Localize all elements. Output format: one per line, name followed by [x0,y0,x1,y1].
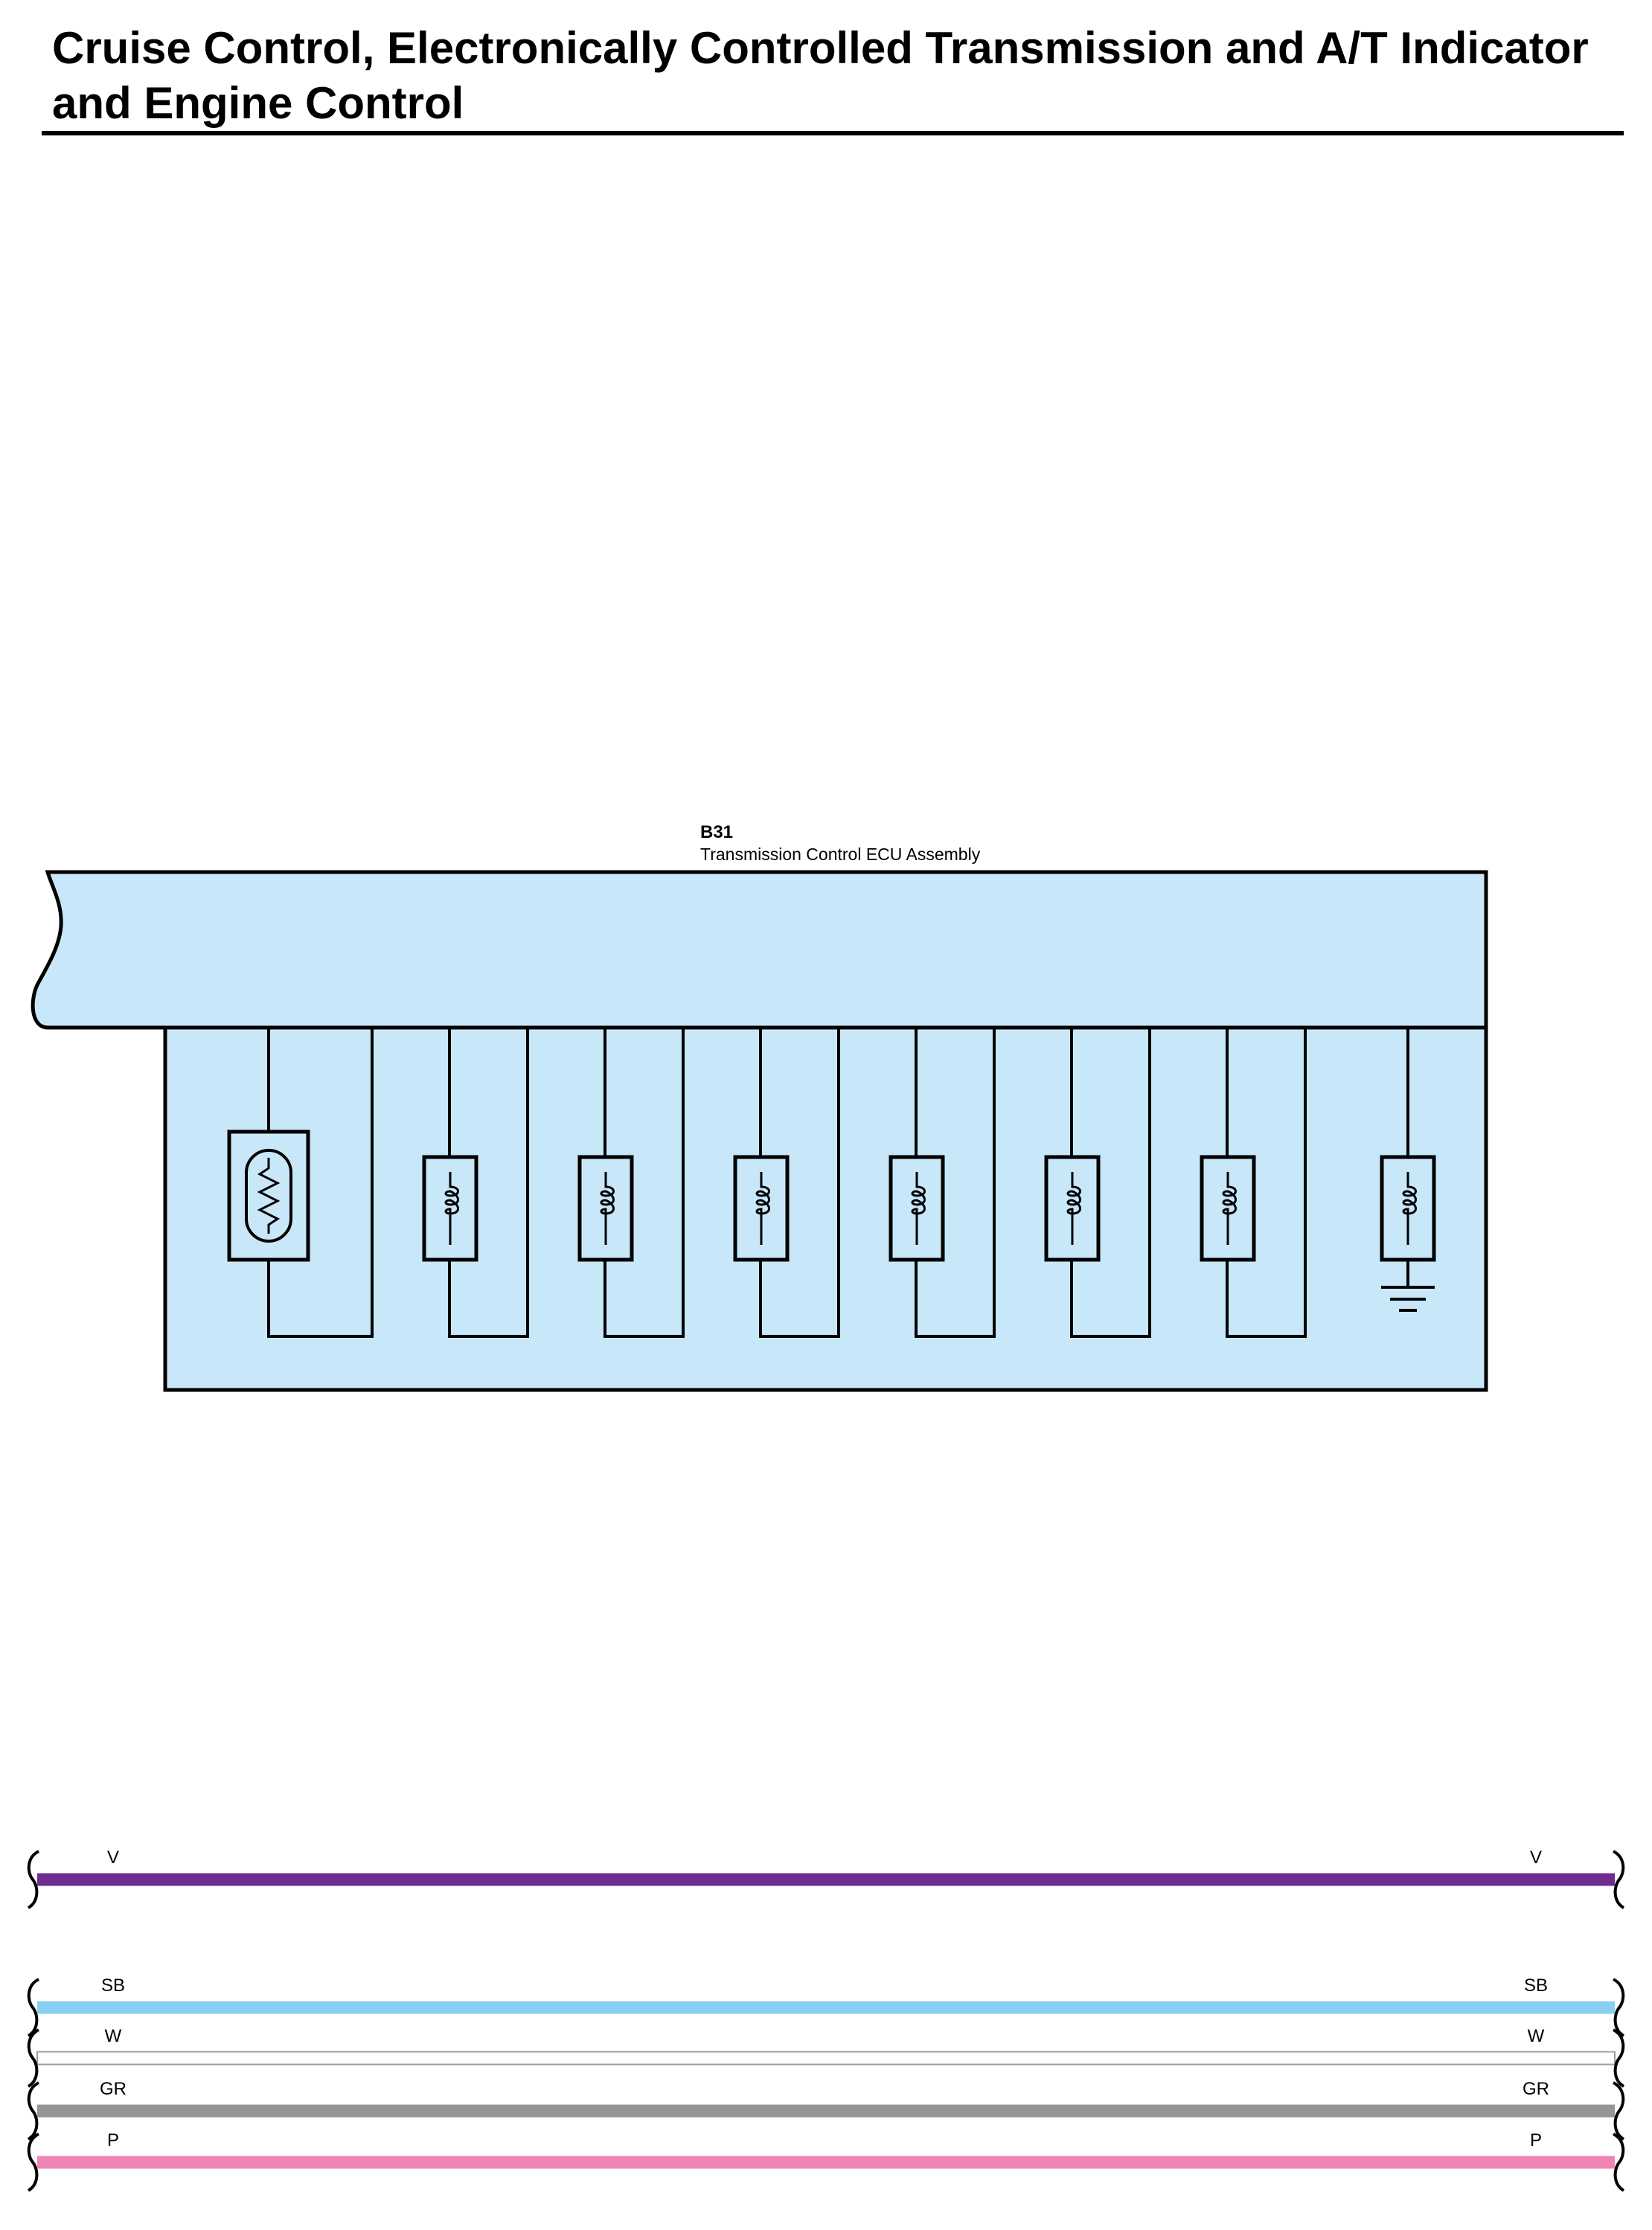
wire-label-right: V [1530,1848,1542,1868]
temperature-sensor-icon [227,1130,310,1262]
wire-line [37,2001,1615,2014]
wire-label-left: V [107,1848,119,1868]
ecu-component-7 [1200,1028,1307,1338]
title-divider [42,131,1624,135]
ecu-component-2 [422,1028,529,1338]
wire-label-right: SB [1524,1976,1548,1996]
wire-break-mark [27,1850,40,1909]
wire-label-right: W [1528,2026,1545,2046]
wire-sb: SB SB [27,1976,1625,2037]
page-title-line-2: and Engine Control [52,78,464,128]
ecu-component-4 [733,1028,840,1338]
wire-break-mark [27,2028,40,2088]
wire-line [36,2051,1616,2066]
solenoid-coil-icon [1380,1155,1436,1262]
solenoid-coil-icon [1044,1155,1101,1262]
wire-line [37,2104,1615,2118]
wire-break-mark [27,2133,40,2192]
wire-label-left: P [107,2130,119,2150]
wire-gr: GR GR [27,2079,1625,2141]
wire-break-mark [1612,2028,1625,2088]
ecu-component-5 [889,1028,996,1338]
wire-break-mark [1612,2133,1625,2192]
ecu-lower-body [163,1025,1488,1392]
wire-label-right: P [1530,2130,1542,2150]
solenoid-coil-icon [577,1155,634,1262]
ecu-component-3 [577,1028,685,1338]
page-title-line-1: Cruise Control, Electronically Controlle… [52,23,1589,73]
ecu-component-8 [1380,1028,1436,1312]
ecu-component-1 [227,1028,374,1338]
wire-label-left: W [105,2026,122,2046]
page-title: Cruise Control, Electronically Controlle… [52,21,1630,131]
ecu-upper-body [31,870,1488,1030]
wire-label-left: SB [101,1976,125,1996]
wire-label-right: GR [1523,2079,1549,2099]
ground-icon [1381,1286,1435,1312]
solenoid-coil-icon [733,1155,790,1262]
wire-break-mark [27,1978,40,2037]
wire-line [37,2156,1615,2169]
wire-break-mark [1612,2081,1625,2141]
solenoid-coil-icon [1200,1155,1256,1262]
wire-break-mark [27,2081,40,2141]
ecu-components [227,1028,1436,1338]
ecu-connector-code: B31 [700,822,733,842]
wire-label-left: GR [100,2079,127,2099]
solenoid-coil-icon [422,1155,478,1262]
wire-break-mark [1612,1978,1625,2037]
ecu-component-6 [1044,1028,1151,1338]
ecu-name: Transmission Control ECU Assembly [700,845,981,864]
wire-break-mark [1612,1850,1625,1909]
wire-line [37,1873,1615,1886]
solenoid-coil-icon [889,1155,945,1262]
